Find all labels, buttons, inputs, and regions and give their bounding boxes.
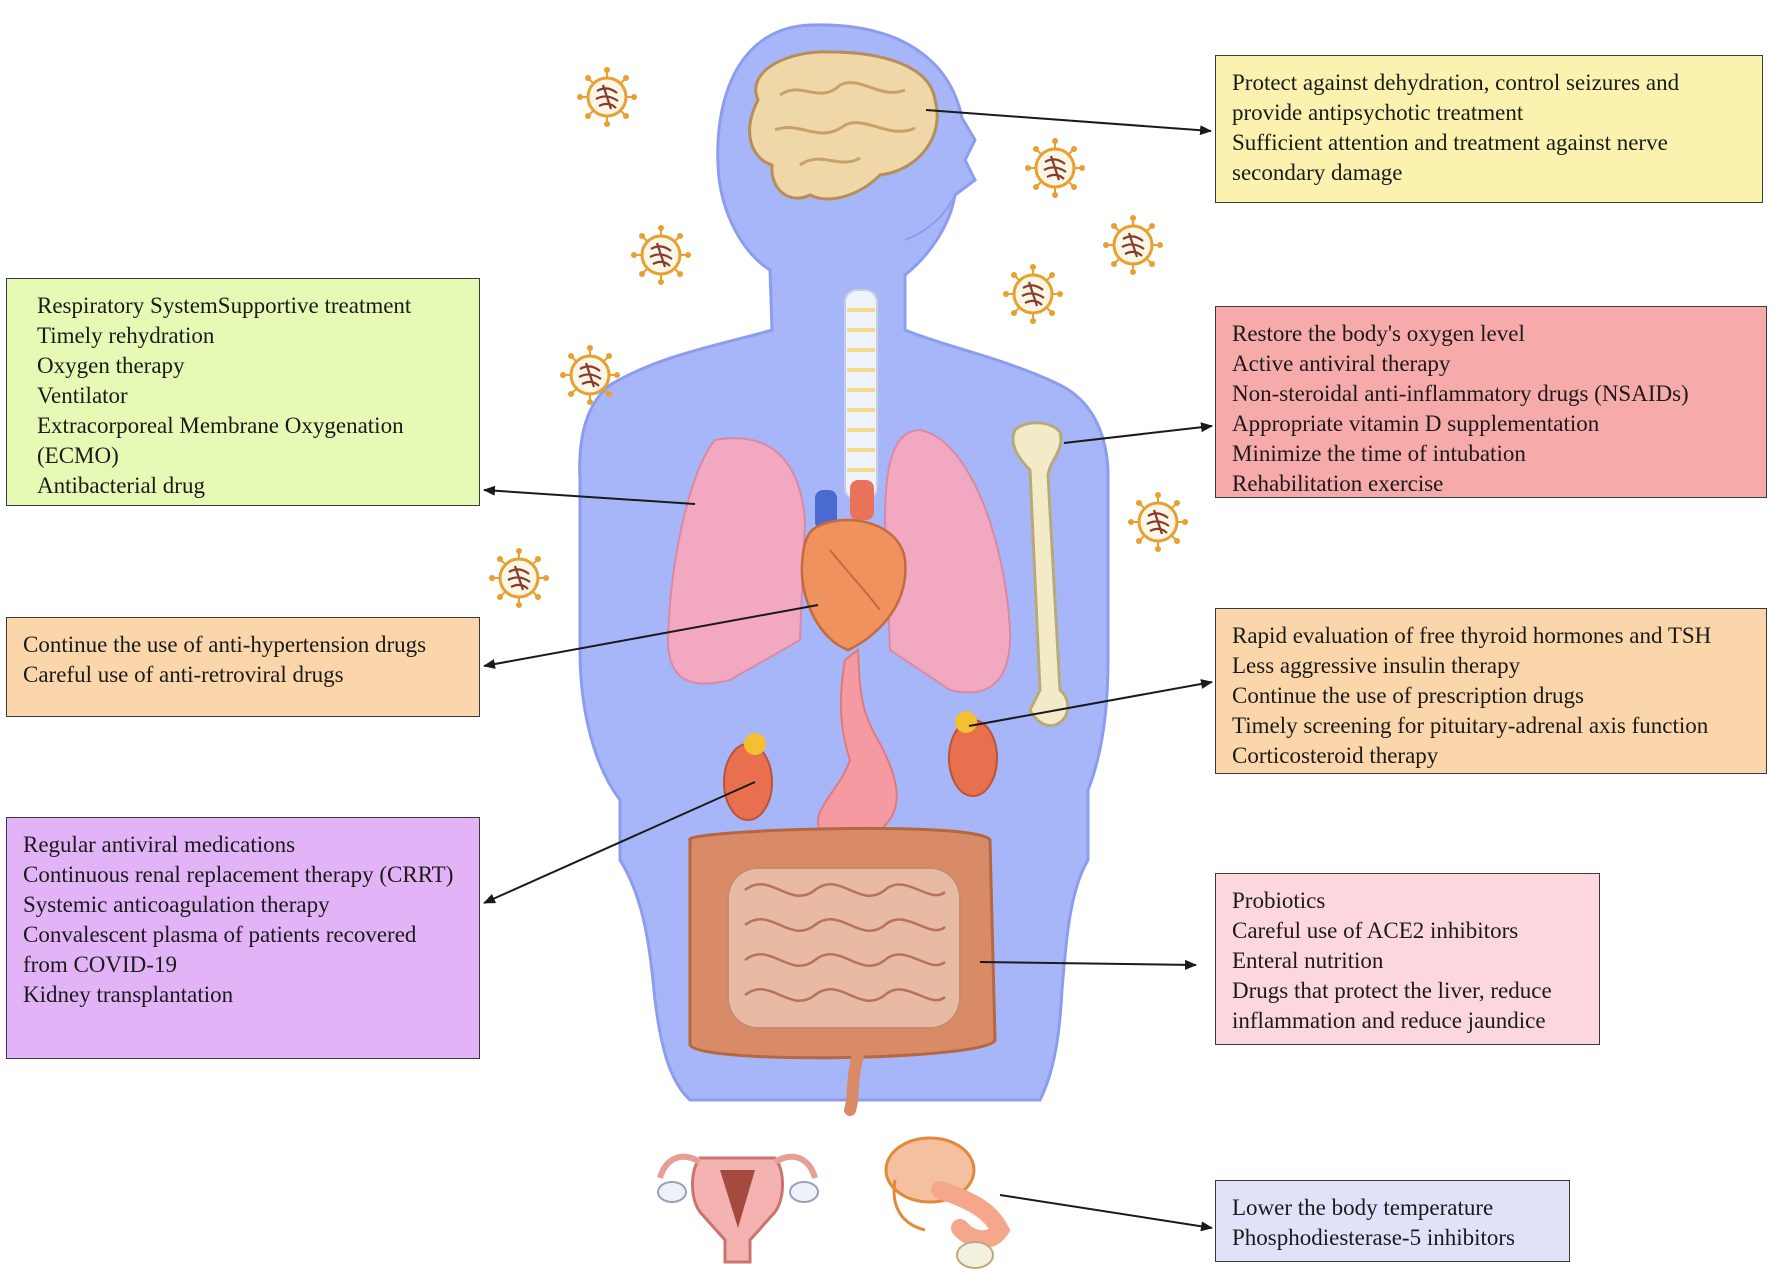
lungs-illustration <box>666 428 1012 694</box>
box-line: Restore the body's oxygen level <box>1232 321 1525 346</box>
musculoskeletal-treatment-box: Restore the body's oxygen level Active a… <box>1215 306 1767 498</box>
box-line: Oxygen therapy <box>37 353 185 378</box>
box-line: Continuous renal replacement therapy (CR… <box>23 862 454 887</box>
box-line: Careful use of anti-retroviral drugs <box>23 662 344 687</box>
arrow-heart <box>483 604 819 669</box>
box-line: Less aggressive insulin therapy <box>1232 653 1521 678</box>
box-line: Drugs that protect the liver, reduce inf… <box>1232 978 1552 1033</box>
kidneys-illustration <box>723 711 998 821</box>
box-line: Timely screening for pituitary-adrenal a… <box>1232 713 1709 738</box>
box-line: Careful use of ACE2 inhibitors <box>1232 918 1519 943</box>
box-line: Regular antiviral medications <box>23 832 296 857</box>
virus-icon <box>1001 262 1065 326</box>
box-line: Kidney transplantation <box>23 982 234 1007</box>
box-line: Systemic anticoagulation therapy <box>23 892 330 917</box>
box-line: Active antiviral therapy <box>1232 351 1451 376</box>
intestines-illustration <box>688 826 997 1116</box>
box-line: Corticosteroid therapy <box>1232 743 1439 768</box>
box-line: Rehabilitation exercise <box>1232 471 1444 496</box>
box-line: Antibacterial drug <box>37 473 205 498</box>
uterus-illustration <box>657 1153 819 1264</box>
virus-icon <box>1101 213 1165 277</box>
arrow-reproductive <box>999 1194 1213 1232</box>
box-line: Timely rehydration <box>37 323 215 348</box>
trachea-illustration <box>844 289 878 501</box>
brain-illustration <box>748 50 939 201</box>
arrow-brain <box>925 109 1212 136</box>
box-line: Ventilator <box>37 383 128 408</box>
box-line: Respiratory SystemSupportive treatment <box>37 293 412 318</box>
renal-treatment-box: Regular antiviral medications Continuous… <box>6 817 480 1059</box>
virus-icon <box>558 343 622 407</box>
brain-treatment-box: Protect against dehydration, control sei… <box>1215 55 1763 203</box>
cardiovascular-treatment-box: Continue the use of anti-hypertension dr… <box>6 617 480 717</box>
connector-arrows <box>483 109 1213 1232</box>
endocrine-treatment-box: Rapid evaluation of free thyroid hormone… <box>1215 608 1767 774</box>
box-line: Appropriate vitamin D supplementation <box>1232 411 1600 436</box>
box-line: Phosphodiesterase-5 inhibitors <box>1232 1225 1515 1250</box>
humerus-bone-illustration <box>1011 421 1070 728</box>
box-line: Lower the body temperature <box>1232 1195 1494 1220</box>
digestive-treatment-box: Probiotics Careful use of ACE2 inhibitor… <box>1215 873 1600 1045</box>
virus-icon <box>1023 136 1087 200</box>
box-line: Extracorporeal Membrane Oxygenation (ECM… <box>37 413 404 468</box>
box-line: Non-steroidal anti-inflammatory drugs (N… <box>1232 381 1689 406</box>
box-line: Protect against dehydration, control sei… <box>1232 70 1680 125</box>
box-line: Minimize the time of intubation <box>1232 441 1526 466</box>
box-line: Continue the use of prescription drugs <box>1232 683 1584 708</box>
box-line: Continue the use of anti-hypertension dr… <box>23 632 427 657</box>
arrow-kidney <box>483 781 756 904</box>
virus-icon <box>487 546 551 610</box>
box-line: Rapid evaluation of free thyroid hormone… <box>1232 623 1712 648</box>
box-line: Probiotics <box>1232 888 1326 913</box>
reproductive-treatment-box: Lower the body temperature Phosphodieste… <box>1215 1180 1570 1262</box>
virus-icon <box>629 223 693 287</box>
male-reproductive-illustration <box>884 1136 1011 1269</box>
arrow-lungs <box>483 485 696 505</box>
arrow-thyroid <box>968 679 1213 727</box>
arrow-bone <box>1063 422 1213 444</box>
respiratory-treatment-box: Respiratory SystemSupportive treatment T… <box>6 278 480 506</box>
box-line: Sufficient attention and treatment again… <box>1232 130 1668 185</box>
virus-icon <box>575 65 639 129</box>
arrow-intestine <box>979 959 1197 970</box>
box-line: Enteral nutrition <box>1232 948 1384 973</box>
virus-icon <box>1126 490 1190 554</box>
heart-illustration <box>800 480 907 652</box>
box-line: Convalescent plasma of patients recovere… <box>23 922 417 977</box>
